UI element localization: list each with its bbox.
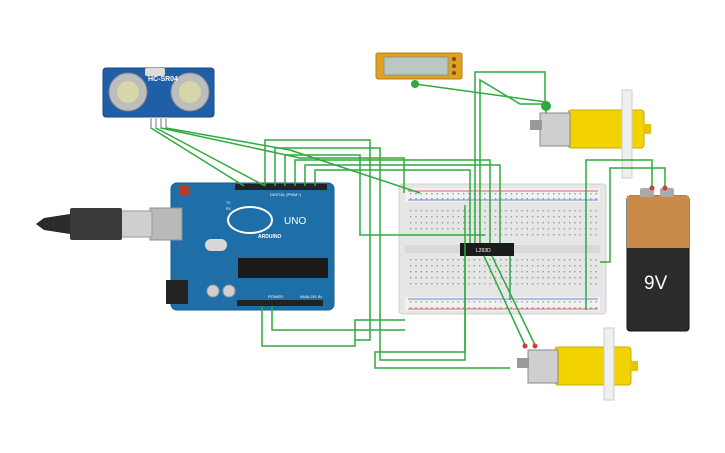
wire[interactable]: [491, 255, 536, 346]
battery-terminal-negative[interactable]: [640, 188, 654, 197]
battery-label: 9V: [644, 273, 668, 294]
wire[interactable]: [271, 306, 405, 331]
wire[interactable]: [155, 127, 266, 187]
usb-port[interactable]: [149, 207, 183, 241]
arduino-model-text: UNO: [284, 216, 306, 227]
power-jack[interactable]: [166, 280, 188, 304]
sensor-pins[interactable]: [150, 117, 167, 129]
arduino-uno[interactable]: ARDUINO UNO DIGITAL (PWM~) POWER ANALOG …: [149, 182, 335, 311]
ultrasonic-sensor[interactable]: HC-SR04: [102, 67, 215, 129]
wire[interactable]: [314, 169, 471, 243]
usb-cable[interactable]: [36, 208, 153, 240]
wire[interactable]: [264, 139, 371, 341]
motor-shaft: [621, 89, 633, 179]
capacitor: [222, 284, 236, 298]
sensor-label: HC-SR04: [148, 76, 178, 83]
rx-label: RX: [226, 207, 232, 211]
reset-button[interactable]: [180, 186, 189, 195]
wire[interactable]: [304, 164, 501, 243]
battery-terminal-positive[interactable]: [660, 188, 674, 197]
wire[interactable]: [284, 154, 485, 236]
dc-motor-top[interactable]: [530, 89, 651, 179]
tx-label: TX: [226, 201, 231, 205]
wire[interactable]: [261, 306, 405, 347]
power-pins-label: POWER: [268, 294, 283, 299]
wire[interactable]: [165, 127, 421, 194]
atmega-chip: [238, 258, 328, 278]
wire[interactable]: [479, 78, 542, 243]
wire[interactable]: [294, 159, 491, 243]
digital-pins-label: DIGITAL (PWM~): [270, 192, 302, 197]
lcd-display[interactable]: [375, 52, 463, 80]
wire[interactable]: [600, 167, 666, 263]
wire[interactable]: [474, 71, 546, 243]
dc-motor-bottom[interactable]: [517, 327, 638, 401]
power-analog-header[interactable]: [237, 300, 323, 306]
capacitor: [206, 284, 220, 298]
wire[interactable]: [374, 256, 510, 369]
digital-header[interactable]: [235, 184, 327, 190]
crystal: [205, 239, 227, 251]
wire[interactable]: [483, 255, 526, 346]
motor-shaft: [603, 327, 615, 401]
analog-pins-label: ANALOG IN: [300, 294, 322, 299]
wire[interactable]: [585, 159, 653, 200]
arduino-brand-text: ARDUINO: [258, 234, 281, 240]
wire-endpoints: [411, 80, 668, 349]
wire[interactable]: [150, 127, 245, 187]
chip-label: L293D: [476, 248, 491, 254]
battery-9v[interactable]: 9V: [626, 188, 690, 332]
sensor-crystal: [145, 68, 165, 76]
arduino-logo: [227, 206, 273, 234]
wires[interactable]: [150, 71, 666, 369]
wire[interactable]: [160, 127, 405, 193]
l293d-chip[interactable]: L293D: [460, 243, 514, 256]
